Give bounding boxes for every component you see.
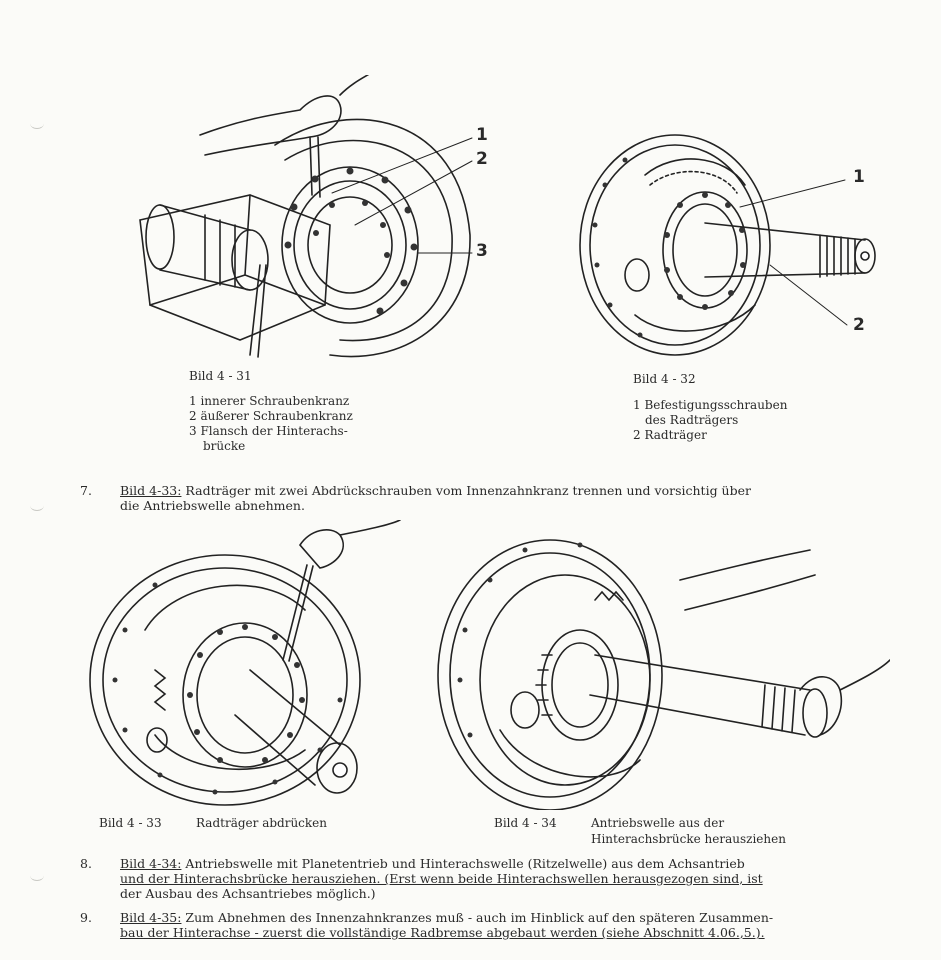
step-line-1: Antriebswelle mit Planetentrieb und Hint… <box>181 856 745 871</box>
figure-4-31-callout-2: 2 <box>476 149 488 169</box>
figure-4-31-callout-1: 1 <box>476 125 488 145</box>
figure-4-32-illustration <box>565 125 885 365</box>
figure-4-32-callout-2: 2 <box>853 315 865 335</box>
legend-item: des Radträgers <box>645 413 739 427</box>
figure-4-34-caption-line-2: Hinterachsbrücke herausziehen <box>591 832 786 846</box>
figure-4-31-caption: Bild 4 - 31 <box>189 369 252 383</box>
step-line-2: und der Hinterachsbrücke herausziehen. (… <box>120 871 763 886</box>
instruction-step-9: 9. Bild 4-35: Zum Abnehmen des Innenzahn… <box>80 910 910 942</box>
figure-4-34-illustration <box>430 520 890 810</box>
step-line-2: die Antriebswelle abnehmen. <box>120 498 305 513</box>
figure-4-33-caption-number: Bild 4 - 33 <box>99 816 162 830</box>
punch-mark-top <box>30 118 44 129</box>
legend-item: 3 Flansch der Hinterachs- <box>189 424 348 438</box>
punch-mark-middle <box>30 500 44 511</box>
step-number: 9. <box>80 910 92 925</box>
figure-4-32-legend: 1 Befestigungsschrauben des Radträgers 2… <box>633 398 787 443</box>
step-line-1: Radträger mit zwei Abdrückschrauben vom … <box>181 483 751 498</box>
step-text: Bild 4-33: Radträger mit zwei Abdrücksch… <box>120 483 751 513</box>
figure-4-31-callout-3: 3 <box>476 241 488 261</box>
figure-reference: Bild 4-35: <box>120 910 182 925</box>
step-line-3: der Ausbau des Achsantriebes möglich.) <box>120 886 376 901</box>
instruction-step-7: 7. Bild 4-33: Radträger mit zwei Abdrück… <box>80 483 900 515</box>
step-text: Bild 4-34: Antriebswelle mit Planetentri… <box>120 856 763 901</box>
step-line-2: bau der Hinterachse - zuerst die vollstä… <box>120 925 765 940</box>
figure-4-33-caption-text: Radträger abdrücken <box>196 816 327 830</box>
figure-reference: Bild 4-33: <box>120 483 182 498</box>
figure-4-31-legend: 1 innerer Schraubenkranz 2 äußerer Schra… <box>189 394 353 454</box>
step-line-1: Zum Abnehmen des Innenzahnkranzes muß - … <box>181 910 774 925</box>
step-number: 8. <box>80 856 92 871</box>
step-text: Bild 4-35: Zum Abnehmen des Innenzahnkra… <box>120 910 773 940</box>
figure-4-32-caption: Bild 4 - 32 <box>633 372 696 386</box>
legend-item: 2 äußerer Schraubenkranz <box>189 409 353 423</box>
legend-item: 1 innerer Schraubenkranz <box>189 394 350 408</box>
legend-item: brücke <box>203 439 246 453</box>
punch-mark-bottom <box>30 870 44 881</box>
figure-4-33-illustration <box>75 520 405 810</box>
step-number: 7. <box>80 483 92 498</box>
figure-4-34-caption-number: Bild 4 - 34 <box>494 816 557 830</box>
legend-item: 2 Radträger <box>633 428 707 442</box>
figure-4-32-callout-1: 1 <box>853 167 865 187</box>
figure-4-34-caption-line-1: Antriebswelle aus der <box>591 816 725 830</box>
instruction-step-8: 8. Bild 4-34: Antriebswelle mit Planeten… <box>80 856 910 904</box>
legend-item: 1 Befestigungsschrauben <box>633 398 788 412</box>
figure-reference: Bild 4-34: <box>120 856 182 871</box>
figure-4-31-illustration <box>100 75 520 360</box>
